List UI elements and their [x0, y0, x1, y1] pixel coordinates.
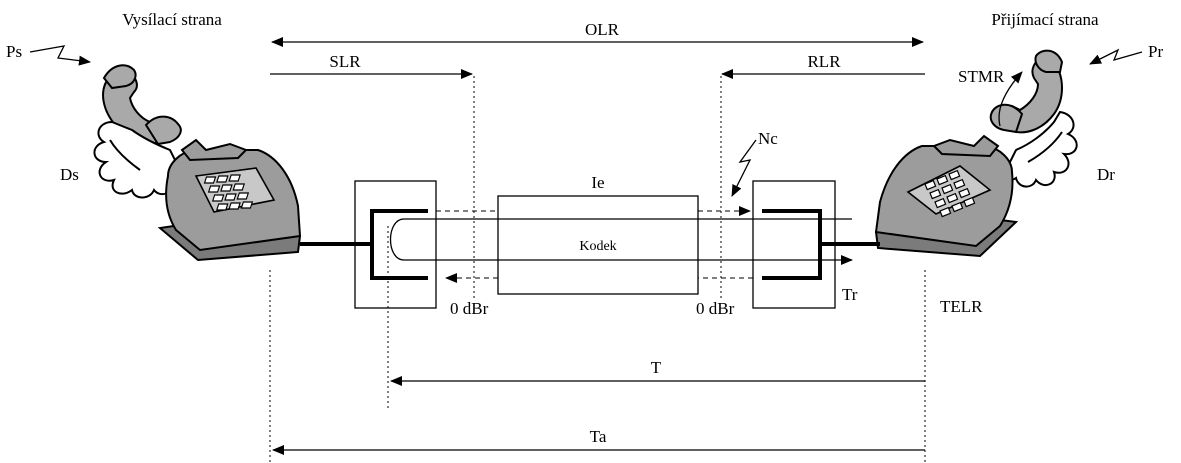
ps-label: Ps	[6, 42, 22, 61]
sender-side-title: Vysílací strana	[122, 10, 222, 29]
receiver-side-title: Přijímací strana	[991, 10, 1099, 29]
nc-label: Nc	[758, 129, 778, 148]
ds-label: Ds	[60, 165, 79, 184]
right-hybrid-bracket	[762, 209, 822, 280]
dr-label: Dr	[1097, 165, 1115, 184]
stmr-curved-arrow	[998, 71, 1023, 127]
left-phone-base-icon	[157, 138, 302, 262]
receiving-telephone	[874, 49, 1078, 258]
codec-label: Kodek	[579, 239, 616, 254]
right-keypad-icon	[924, 169, 976, 218]
left-keypad-icon	[203, 174, 254, 211]
ie-label: Ie	[591, 173, 604, 192]
slr-label: SLR	[329, 52, 361, 71]
pr-label: Pr	[1148, 42, 1163, 61]
dbr-right-label: 0 dBr	[696, 299, 735, 318]
olr-label: OLR	[585, 20, 620, 39]
right-cord-icon	[1003, 110, 1078, 188]
tr-label: Tr	[842, 285, 858, 304]
left-hybrid-bracket	[370, 209, 428, 280]
rlr-label: RLR	[807, 52, 841, 71]
ta-label: Ta	[590, 427, 607, 446]
left-cord-icon	[93, 120, 185, 199]
right-phone-base-icon	[874, 134, 1019, 258]
t-label: T	[651, 358, 662, 377]
right-handset-icon	[989, 49, 1064, 134]
telr-label: TELR	[940, 297, 983, 316]
dbr-left-label: 0 dBr	[450, 299, 489, 318]
nc-noise-arrow	[731, 139, 757, 197]
ps-signal-arrow	[29, 45, 91, 66]
left-hybrid-loop	[390, 218, 436, 261]
pr-signal-arrow	[1089, 48, 1143, 65]
stmr-label: STMR	[958, 67, 1005, 86]
codec-box	[497, 195, 699, 295]
sending-telephone	[93, 64, 302, 262]
